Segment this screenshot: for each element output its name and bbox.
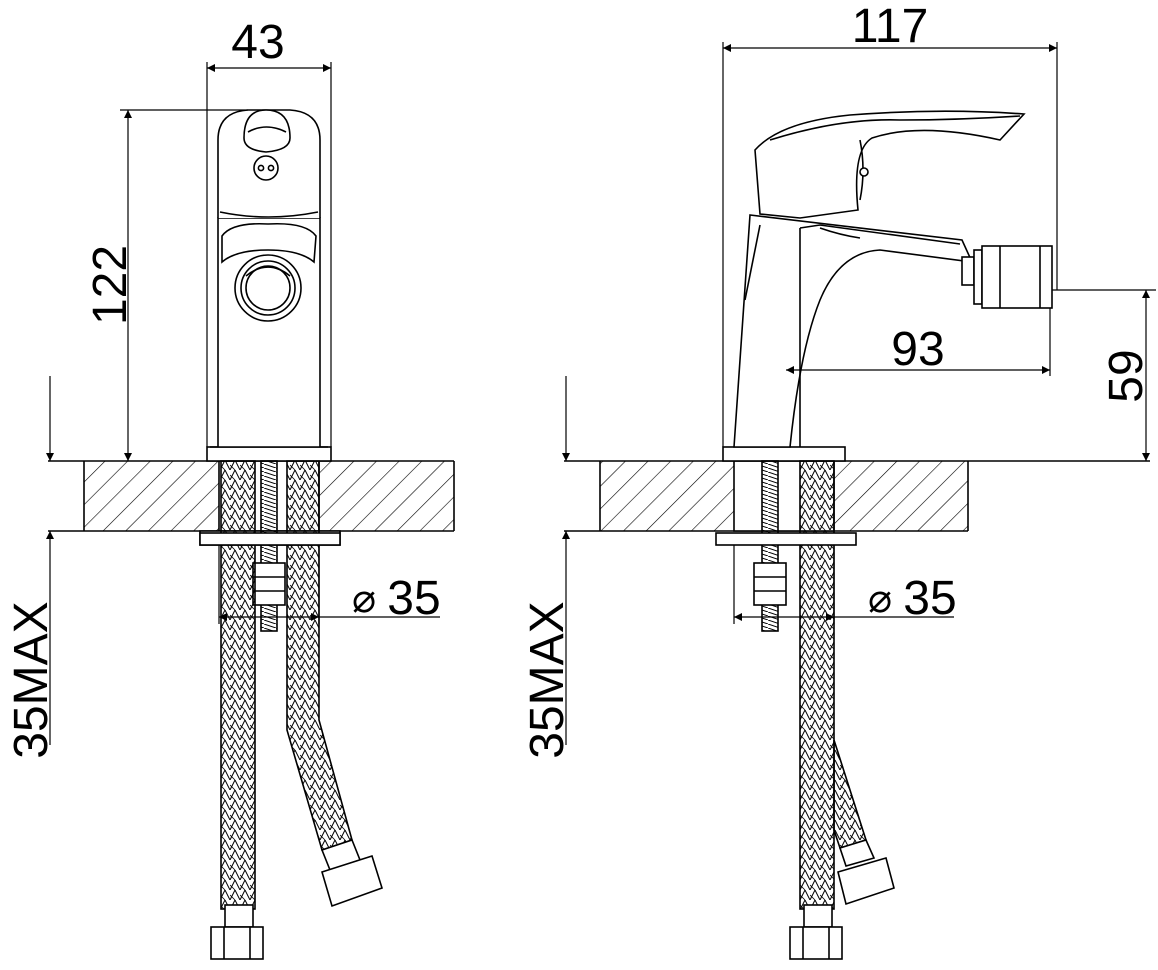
front-max-label: 35MAX [5,601,58,758]
side-hole-dimension [733,545,954,624]
front-faucet-body [206,109,332,462]
front-width-dimension [206,62,332,447]
side-max-label: 35MAX [521,601,574,758]
front-view [46,62,455,960]
side-hole-label: 35 [903,572,956,625]
front-height-dimension [120,109,248,461]
side-diameter-symbol: ⌀ [868,577,892,621]
front-hoses [199,460,383,960]
side-outlet-height-label: 59 [1100,349,1153,402]
side-reach-dimension [786,308,1051,376]
front-diameter-symbol: ⌀ [352,577,376,621]
front-width-label: 43 [231,16,284,69]
side-reach-label: 93 [891,323,944,376]
side-width-label: 117 [852,0,929,53]
front-hole-dimension [218,545,440,624]
side-view [562,42,1156,960]
front-hole-label: 35 [387,572,440,625]
front-height-label: 122 [84,245,137,325]
side-outlet-height-dimension [1052,289,1156,461]
side-width-dimension [722,42,1058,447]
side-countertop [564,460,1150,532]
side-hoses [715,460,895,960]
side-faucet-body [722,110,1053,462]
